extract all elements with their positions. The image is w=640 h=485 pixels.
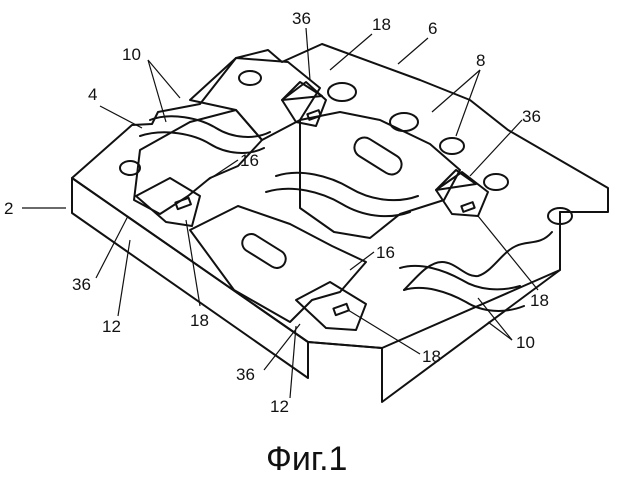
leader-36a: [306, 28, 310, 80]
slot-center: [351, 134, 406, 179]
rib-upper-left-2: [140, 132, 264, 153]
label-18-left: 18: [190, 311, 209, 330]
label-36-right: 36: [522, 107, 541, 126]
slot-lower-left: [239, 231, 289, 272]
label-36-top: 36: [292, 9, 311, 28]
leader-12a: [118, 240, 130, 316]
label-16-left: 16: [240, 151, 259, 170]
tab-lower-slot: [333, 304, 349, 315]
rib-middle-2: [266, 189, 410, 216]
pad-center: [300, 112, 460, 238]
label-18-lower: 18: [422, 347, 441, 366]
hole-right-1: [328, 83, 356, 101]
front-lip: [308, 342, 382, 348]
label-12-left: 12: [102, 317, 121, 336]
label-18-right: 18: [530, 291, 549, 310]
rib-middle: [276, 173, 418, 200]
figure-caption: Фиг.1: [266, 440, 347, 478]
leader-16a: [208, 160, 238, 180]
leader-18a: [330, 34, 372, 70]
leader-10a: [148, 60, 180, 98]
label-8: 8: [476, 51, 485, 70]
label-4: 4: [88, 85, 97, 104]
hole-right-2: [390, 113, 418, 131]
round-hole-upper-middle: [239, 71, 261, 85]
label-10-lower: 10: [516, 333, 535, 352]
hole-right-3: [440, 138, 464, 154]
tab-right-slot: [461, 202, 474, 212]
label-36-left: 36: [72, 275, 91, 294]
label-2: 2: [4, 199, 13, 218]
label-6: 6: [428, 19, 437, 38]
hole-right-4: [484, 174, 508, 190]
leader-6: [398, 38, 428, 64]
label-10-upper: 10: [122, 45, 141, 64]
label-36-lower: 36: [236, 365, 255, 384]
top-surface-outline: [72, 44, 608, 348]
label-12-lower: 12: [270, 397, 289, 416]
label-18-top: 18: [372, 15, 391, 34]
label-16-center: 16: [376, 243, 395, 262]
leader-4: [100, 106, 142, 128]
left-side-face: [72, 178, 308, 378]
leader-36b: [470, 120, 522, 176]
